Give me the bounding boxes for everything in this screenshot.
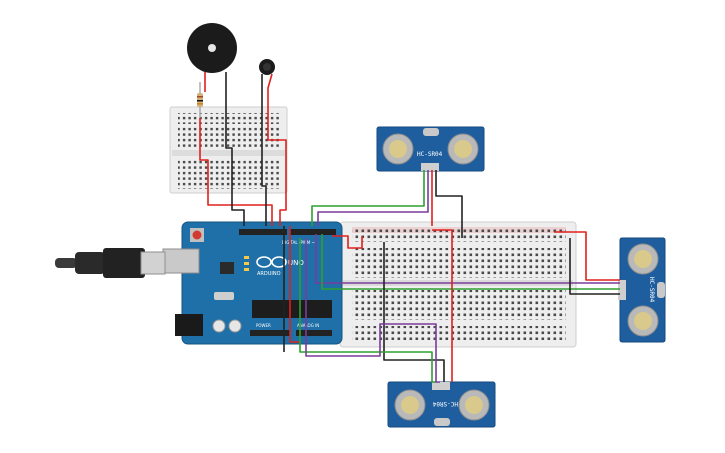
wire-green bbox=[299, 238, 436, 383]
arduino-uno-label: UNO bbox=[288, 259, 304, 267]
microphone-icon bbox=[259, 59, 275, 75]
wire-black bbox=[383, 242, 445, 382]
wire-black bbox=[569, 238, 620, 295]
arduino-brand-label: ARDUINO bbox=[257, 271, 281, 277]
resistor-icon bbox=[197, 82, 203, 118]
reset-button[interactable] bbox=[192, 230, 202, 240]
sensor-right-model: HC-SR04 bbox=[648, 277, 655, 303]
arduino-uno-board: UNO ARDUINO DIGITAL (PWM ~) ANALOG IN PO… bbox=[162, 221, 343, 345]
ultrasonic-sensor-right: HC-SR04 bbox=[618, 237, 666, 343]
wire-red bbox=[289, 226, 300, 343]
ultrasonic-sensor-top: HC-SR04 bbox=[376, 126, 485, 172]
wire-purple bbox=[317, 170, 429, 226]
wire-red bbox=[432, 229, 453, 382]
sensor-bottom-model: HC-SR04 bbox=[432, 400, 458, 407]
wire-black bbox=[435, 170, 463, 238]
main-breadboard bbox=[339, 221, 577, 348]
wire-red bbox=[554, 231, 620, 281]
usb-cable-icon bbox=[55, 248, 166, 278]
wire-green bbox=[311, 170, 425, 226]
sensor-top-model: HC-SR04 bbox=[417, 151, 443, 158]
small-breadboard bbox=[169, 106, 288, 194]
wires bbox=[199, 73, 620, 383]
power-header-label: POWER bbox=[256, 323, 271, 328]
wire-red bbox=[332, 235, 363, 249]
buzzer-icon bbox=[187, 23, 237, 92]
analog-header-label: ANALOG IN bbox=[297, 323, 319, 328]
arduino-logo bbox=[256, 256, 287, 268]
wire-purple bbox=[315, 234, 620, 284]
ultrasonic-sensor-bottom: HC-SR04 bbox=[387, 381, 496, 428]
wire-green bbox=[321, 234, 620, 290]
wire-red bbox=[199, 118, 273, 226]
wire-red bbox=[267, 73, 287, 226]
wire-black bbox=[261, 74, 267, 226]
wire-purple bbox=[305, 238, 440, 383]
wire-black bbox=[225, 92, 245, 226]
